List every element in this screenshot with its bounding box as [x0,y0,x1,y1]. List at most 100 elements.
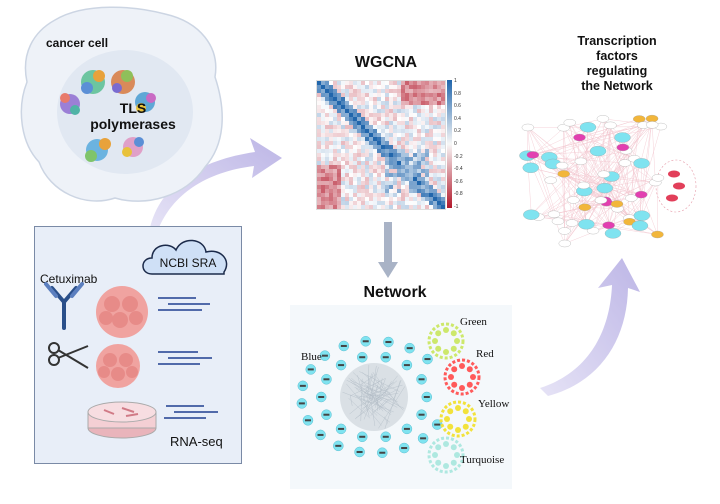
heatmap-cell [397,181,401,185]
red-module-node [466,381,473,388]
heatmap-cell [405,177,409,181]
heatmap-cell [409,181,413,185]
heatmap-cell [413,117,417,121]
heatmap-cell [337,157,341,161]
heatmap-cell [401,85,405,89]
heatmap-cell [393,105,397,109]
network-edge [355,399,382,419]
heatmap-cell [441,177,445,181]
heatmap-cell [345,145,349,149]
heatmap-cell [341,201,345,205]
heatmap-cell [333,157,337,161]
heatmap-cell [397,121,401,125]
heatmap-cell [353,97,357,101]
heatmap-cell [421,177,425,181]
heatmap-cell [333,105,337,109]
heatmap-cell [321,137,325,141]
heatmap-cell [433,97,437,101]
heatmap-cell [389,173,393,177]
heatmap-cell [433,165,437,169]
heatmap-cell [405,141,409,145]
heatmap-cell [429,113,433,117]
heatmap-cell [329,201,333,205]
heatmap-cell [397,129,401,133]
tf-edge [527,127,559,222]
heatmap-cell [337,145,341,149]
heatmap-cell [357,101,361,105]
heatmap-cell [385,177,389,181]
heatmap-cell [385,93,389,97]
tf-node [567,196,580,204]
heatmap-cell [321,165,325,169]
heatmap-cell [429,149,433,153]
heatmap-cell [345,85,349,89]
heatmap-cell [345,153,349,157]
colorbar-tick-label: 0.4 [454,115,461,122]
heatmap-cell [353,149,357,153]
heatmap-cell [341,157,345,161]
tf-edge [569,122,656,183]
heatmap-cell [369,141,373,145]
heatmap-cell [377,125,381,129]
heatmap-cell [421,93,425,97]
heatmap-cell [357,161,361,165]
heatmap-cell [321,205,325,209]
tf-node [651,230,664,239]
network-node-label [382,435,389,438]
heatmap-cell [425,133,429,137]
heatmap-cell [385,89,389,93]
network-node-label [307,368,314,371]
ncbi-cloud [142,239,228,275]
heatmap-cell [425,89,429,93]
heatmap-cell [361,93,365,97]
heatmap-cell [389,169,393,173]
heatmap-cell [397,197,401,201]
heatmap-cell [393,93,397,97]
heatmap-cell [393,185,397,189]
heatmap-cell [317,165,321,169]
heatmap-cell [337,109,341,113]
heatmap-cell [369,197,373,201]
heatmap-cell [365,193,369,197]
heatmap-cell [437,205,441,209]
heatmap-cell [349,201,353,205]
heatmap-cell [441,189,445,193]
heatmap-cell [437,169,441,173]
heatmap-cell [365,141,369,145]
tf-edge [612,177,659,234]
heatmap-cell [357,197,361,201]
heatmap-cell [429,189,433,193]
network-node-label [323,378,330,381]
heatmap-cell [357,89,361,93]
colorbar-tick-label: -1 [454,204,459,210]
heatmap-cell [441,205,445,209]
heatmap-cell [385,149,389,153]
heatmap-cell [437,185,441,189]
heatmap-cell [321,185,325,189]
heatmap-cell [317,125,321,129]
heatmap-cell [369,177,373,181]
heatmap-cell [353,117,357,121]
heatmap-cell [345,177,349,181]
heatmap-cell [429,197,433,201]
tf-node [633,115,646,123]
heatmap-cell [325,201,329,205]
tls-polymerases-label: TLS polymerases [90,100,176,132]
tf-node [574,157,587,165]
heatmap-cell [373,113,377,117]
heatmap-cell [321,93,325,97]
heatmap-cell [317,97,321,101]
network-panel [290,305,512,489]
arrow-to-wgcna [150,138,282,230]
heatmap-cell [437,121,441,125]
heatmap-cell [353,205,357,209]
heatmap-cell [409,85,413,89]
heatmap-cell [325,165,329,169]
heatmap-cell [373,125,377,129]
heatmap-cell [369,165,373,169]
heatmap-cell [413,137,417,141]
heatmap-cell [437,149,441,153]
heatmap-cell [429,125,433,129]
network-edge [370,398,387,417]
network-node-label [434,423,441,426]
